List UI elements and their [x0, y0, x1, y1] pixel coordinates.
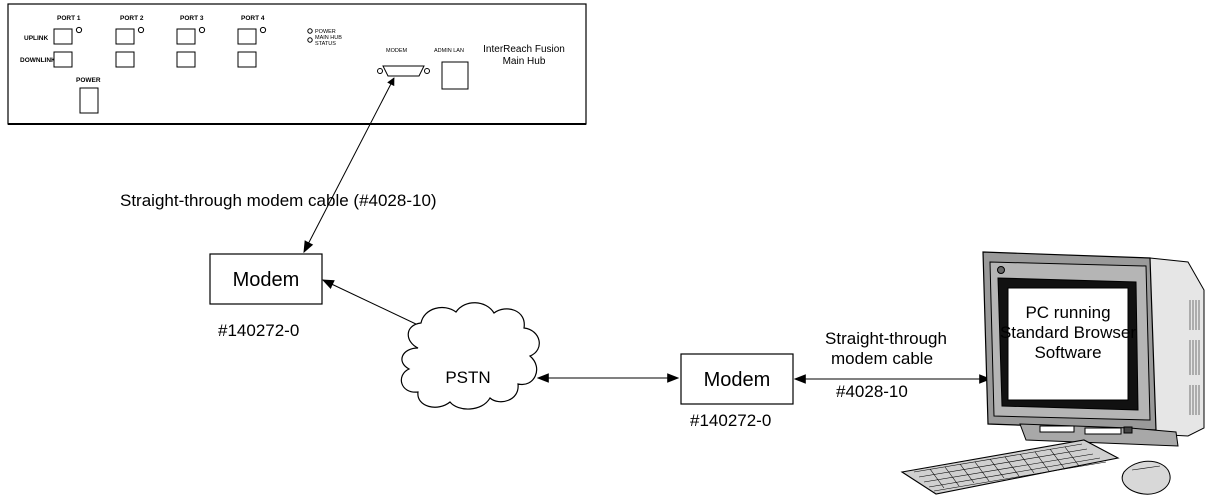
screen-line3: Software	[1034, 343, 1101, 362]
pc-computer: PC running Standard Browser Software	[900, 251, 1205, 495]
uplink-label: UPLINK	[24, 35, 49, 42]
port-2-label: PORT 2	[120, 15, 144, 22]
hub-to-modem-cable	[303, 77, 395, 254]
cable-right-part-number: #4028-10	[836, 382, 908, 401]
led-label-status: STATUS	[315, 41, 336, 47]
modem-right: Modem #140272-0	[680, 353, 794, 430]
port-3-led	[198, 26, 206, 34]
mouse-icon	[1121, 460, 1171, 495]
port-2-led	[137, 26, 145, 34]
modem-left: Modem #140272-0	[209, 253, 323, 340]
port-1-downlink-jack	[53, 51, 73, 68]
power-indicator-icon	[997, 266, 1005, 274]
cable-top-label: Straight-through modem cable (#4028-10)	[120, 191, 437, 210]
port-1-led	[75, 26, 83, 34]
downlink-label: DOWNLINK	[20, 57, 56, 64]
admin-lan-jack	[441, 61, 469, 90]
screen-line2: Standard Browser	[1000, 323, 1136, 342]
port-4-uplink-jack	[237, 28, 257, 45]
port-1-uplink-jack	[53, 28, 73, 45]
port-2-uplink-jack	[115, 28, 135, 45]
hub-name-line2: Main Hub	[503, 56, 546, 67]
hub-name-line1: InterReach Fusion	[483, 44, 565, 55]
modem-right-label: Modem	[704, 369, 771, 391]
port-3-uplink-jack	[176, 28, 196, 45]
cable-right-line2: modem cable	[831, 349, 933, 368]
cloud-icon	[400, 302, 540, 410]
modem-right-part-number: #140272-0	[690, 411, 771, 430]
port-4-downlink-jack	[237, 51, 257, 68]
cable-right-line1: Straight-through	[825, 329, 947, 348]
modem-port-label: MODEM	[386, 48, 408, 54]
pstn-cloud: PSTN	[400, 302, 540, 410]
keyboard-keys	[913, 443, 1107, 492]
port-3-label: PORT 3	[180, 15, 204, 22]
power-led	[307, 28, 313, 34]
power-label: POWER	[76, 77, 101, 84]
screen-line1: PC running	[1025, 303, 1110, 322]
keyboard-icon	[900, 439, 1120, 495]
vent-grille	[1189, 300, 1200, 415]
admin-lan-label: ADMIN LAN	[434, 48, 464, 54]
pstn-label: PSTN	[445, 368, 490, 387]
modem-left-label: Modem	[233, 269, 300, 291]
power-switch	[79, 87, 99, 114]
port-2-downlink-jack	[115, 51, 135, 68]
led-label-power: POWER	[315, 29, 336, 35]
monitor-screen	[1007, 287, 1129, 401]
main-hub-panel: PORT 1 PORT 2 PORT 3 PORT 4 UPLINK DOWNL…	[7, 3, 587, 125]
port-3-downlink-jack	[176, 51, 196, 68]
main-hub-status-led	[307, 37, 313, 43]
db9-connector-icon	[382, 65, 425, 77]
modem-left-part-number: #140272-0	[218, 321, 299, 340]
port-1-label: PORT 1	[57, 15, 81, 22]
led-label-main-hub: MAIN HUB	[315, 35, 342, 41]
port-4-label: PORT 4	[241, 15, 265, 22]
port-4-led	[259, 26, 267, 34]
